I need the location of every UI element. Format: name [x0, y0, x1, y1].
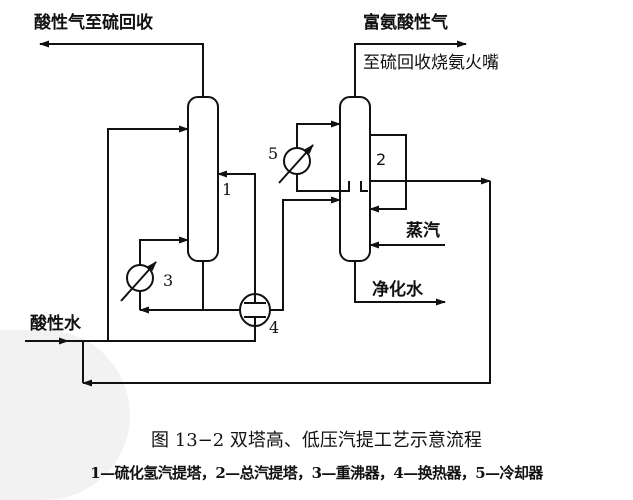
- label-heat-exchanger: 4: [269, 318, 280, 337]
- watermark: [0, 330, 130, 500]
- h2s-stripper-column: [187, 96, 219, 262]
- steam-label: 蒸汽: [406, 221, 440, 241]
- sour-water-header: [66, 325, 256, 342]
- cooler-draw-line: [296, 173, 342, 192]
- main-stripper-column: [339, 96, 371, 262]
- ammonia-gas-label: 富氨酸性气: [363, 13, 448, 33]
- exchanger-to-column2-line: [270, 196, 341, 311]
- label-main-stripper: 2: [376, 150, 387, 169]
- heat-exchanger-symbol: [239, 293, 271, 327]
- cold-feed-line: [107, 125, 189, 341]
- hot-feed-line: [217, 170, 256, 295]
- label-h2s-stripper: 1: [222, 180, 233, 199]
- acid-gas-line: [39, 40, 204, 97]
- ammonia-gas-line: [354, 40, 467, 97]
- label-reboiler: 3: [163, 271, 174, 290]
- reboiler-symbol: [120, 261, 157, 302]
- acid-gas-label: 酸性气至硫回收: [34, 13, 153, 33]
- sour-water-label: 酸性水: [30, 314, 81, 334]
- chimney-tray-right: [360, 181, 368, 192]
- column2-side-loop: [369, 134, 407, 213]
- purified-water-line: [354, 261, 446, 306]
- purified-water-label: 净化水: [372, 280, 423, 300]
- label-cooler: 5: [268, 144, 279, 163]
- figure-legend: 1—硫化氢汽提塔，2—总汽提塔，3—重沸器，4—换热器，5—冷却器: [90, 464, 543, 482]
- cooler-return-line: [296, 120, 341, 149]
- recycle-line: [82, 181, 491, 387]
- cooler-symbol: [278, 144, 314, 184]
- ammonia-burner-label: 至硫回收烧氨火嘴: [363, 53, 499, 73]
- figure-title: 图 13−2 双塔高、低压汽提工艺示意流程: [151, 430, 482, 451]
- chimney-tray-left: [342, 181, 350, 192]
